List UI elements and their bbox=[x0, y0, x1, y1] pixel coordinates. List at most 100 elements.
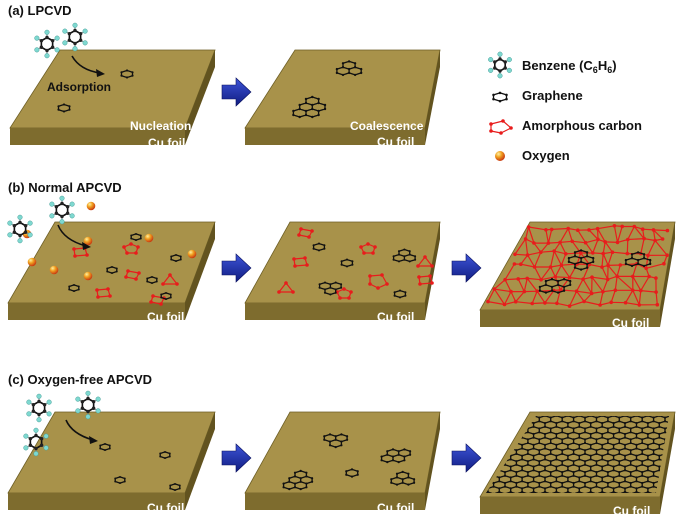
graphene-c2-island-2 bbox=[380, 448, 412, 464]
process-arrow-4 bbox=[221, 443, 252, 473]
process-arrow-2 bbox=[221, 253, 252, 283]
graphene-c3-film-clip bbox=[486, 416, 669, 493]
amorphous-b1-6 bbox=[149, 294, 166, 306]
foil-side-face bbox=[185, 50, 215, 145]
legend-graphene-icon bbox=[492, 91, 508, 103]
process-arrow-5 bbox=[451, 443, 482, 473]
foil-top-face bbox=[7, 411, 216, 494]
benzene-a-2 bbox=[62, 22, 88, 52]
graphene-b1-nucleus-3 bbox=[106, 265, 118, 275]
foil-top-face bbox=[244, 49, 441, 129]
cu-foil-b1 bbox=[7, 221, 216, 320]
foil-side-face bbox=[660, 222, 675, 327]
graphene-b3-island-3 bbox=[538, 278, 572, 294]
foil-front-face bbox=[480, 497, 660, 514]
legend-oxygen-label: Oxygen bbox=[522, 148, 570, 163]
graphene-b1-nucleus-1 bbox=[130, 232, 142, 242]
amorphous-b2-8 bbox=[416, 255, 434, 268]
cu-foil-label-b3: Cu foil bbox=[612, 316, 649, 330]
section-c-title: (c) Oxygen-free APCVD bbox=[8, 372, 152, 387]
foil-front-face bbox=[245, 493, 425, 510]
foil-front-face bbox=[8, 303, 185, 320]
benzene-c-3 bbox=[23, 427, 49, 457]
legend-oxygen-icon bbox=[495, 151, 505, 161]
foil-front-face bbox=[480, 310, 660, 327]
amorphous-b2-2 bbox=[359, 242, 377, 255]
graphene-c1-nucleus-3 bbox=[114, 475, 126, 485]
oxygen-atom-4 bbox=[144, 233, 154, 243]
cu-foil-c1 bbox=[7, 411, 216, 510]
graphene-c2-island-5 bbox=[390, 470, 416, 486]
molecule-layer bbox=[7, 22, 512, 457]
graphene-a-island-2 bbox=[292, 95, 327, 119]
amorphous-b2-1 bbox=[297, 227, 314, 239]
graphene-a-nucleus-2 bbox=[57, 103, 71, 113]
amorphous-b2-7 bbox=[417, 274, 434, 286]
foil-side-face bbox=[185, 222, 215, 320]
graphene-b1-nucleus-2 bbox=[170, 253, 182, 263]
graphene-c2-island-3 bbox=[345, 468, 359, 478]
graphene-c3-continuous-film bbox=[486, 416, 669, 493]
graphene-b2-island-2 bbox=[392, 248, 417, 263]
arrow-layer bbox=[221, 77, 482, 473]
adsorption-arrow-a bbox=[71, 55, 105, 77]
legend-benzene-label: Benzene (C6H6) bbox=[522, 58, 617, 75]
amorphous-b2-5 bbox=[277, 281, 295, 294]
foil-front-face bbox=[10, 128, 185, 145]
benzene-b-2 bbox=[49, 195, 75, 225]
graphene-b2-island-1 bbox=[312, 242, 326, 252]
foil-side-face bbox=[425, 50, 440, 145]
amorphous-b1-1 bbox=[72, 246, 89, 258]
graphene-b2-island-5 bbox=[393, 289, 407, 299]
legend-amorphous-label: Amorphous carbon bbox=[522, 118, 642, 133]
section-a-title: (a) LPCVD bbox=[8, 3, 72, 18]
graphene-layer bbox=[57, 60, 669, 493]
graphene-b2-island-4 bbox=[318, 281, 343, 296]
cu-foil-a2 bbox=[244, 49, 441, 145]
foil-side-face bbox=[185, 412, 215, 510]
cu-foil-b2 bbox=[244, 221, 441, 320]
foil-side-face bbox=[425, 412, 440, 510]
foil-top-face bbox=[7, 221, 216, 304]
foil-layer bbox=[7, 49, 676, 514]
graphene-b1-nucleus-6 bbox=[160, 291, 172, 301]
graphene-a-island-1 bbox=[335, 60, 363, 77]
amorphous-b2-4 bbox=[368, 273, 389, 290]
cu-foil-b3 bbox=[479, 221, 676, 327]
section-b-title: (b) Normal APCVD bbox=[8, 180, 122, 195]
graphene-b2-island-3 bbox=[340, 258, 354, 268]
cu-foil-a1 bbox=[9, 49, 216, 145]
nucleation-label: Nucleation bbox=[130, 119, 191, 133]
text-layer: (a) LPCVD (b) Normal APCVD (c) Oxygen-fr… bbox=[8, 3, 650, 518]
amorphous-b2-3 bbox=[292, 256, 309, 268]
legend-amorphous-icon bbox=[489, 119, 513, 135]
oxygen-atom-7 bbox=[187, 249, 197, 259]
adsorption-label: Adsorption bbox=[47, 80, 111, 94]
amorphous-b1-2 bbox=[122, 242, 140, 255]
graphene-b3-island-1 bbox=[567, 249, 595, 271]
cu-foil-label-a1: Cu foil bbox=[148, 136, 185, 150]
adsorption-arrow-b bbox=[57, 224, 91, 250]
graphene-c1-nucleus-2 bbox=[159, 450, 171, 460]
foil-top-face bbox=[244, 221, 441, 304]
graphene-c1-nucleus-1 bbox=[99, 442, 111, 452]
oxygen-atom-1 bbox=[86, 201, 96, 211]
oxygen-atom-5 bbox=[27, 257, 37, 267]
cu-foil-label-c2: Cu foil bbox=[377, 501, 414, 515]
legend-benzene-icon bbox=[488, 51, 512, 79]
cu-foil-label-b1: Cu foil bbox=[147, 310, 184, 324]
benzene-a-1 bbox=[34, 29, 60, 59]
legend-graphene-label: Graphene bbox=[522, 88, 583, 103]
graphene-c2-island-1 bbox=[323, 433, 349, 449]
amorphous-layer bbox=[72, 119, 670, 308]
benzene-c-1 bbox=[26, 393, 52, 423]
amorphous-b1-5 bbox=[161, 273, 179, 286]
graphene-c2-island-4 bbox=[282, 469, 314, 491]
graphene-b1-nucleus-5 bbox=[68, 283, 80, 293]
cu-foil-label-b2: Cu foil bbox=[377, 310, 414, 324]
foil-front-face bbox=[245, 303, 425, 320]
benzene-b-1 bbox=[7, 214, 33, 244]
graphene-c1-nucleus-4 bbox=[169, 482, 181, 492]
